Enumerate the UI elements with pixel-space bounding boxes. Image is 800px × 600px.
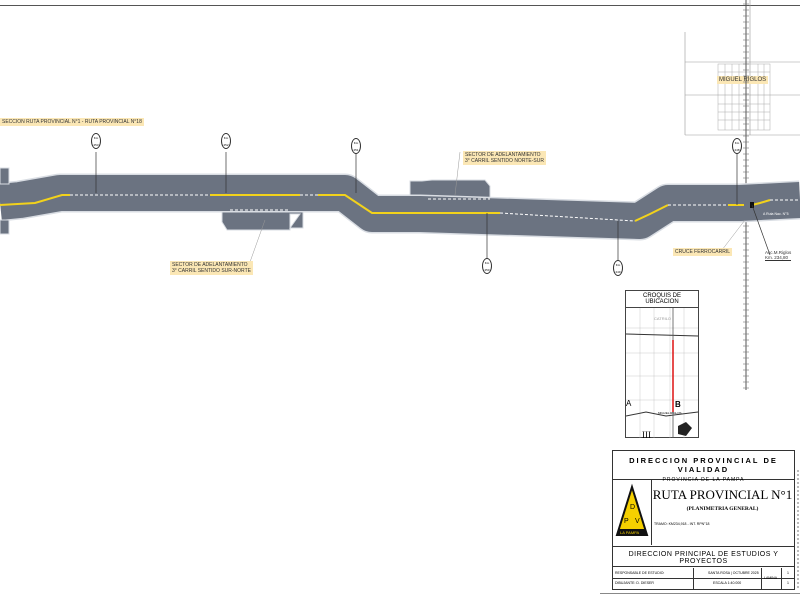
lake-shape bbox=[678, 422, 692, 436]
sheet-number: 1 bbox=[787, 571, 789, 575]
km-marker: Km 253 bbox=[91, 133, 101, 149]
label-line: SECTOR DE ADELANTAMIENTO bbox=[465, 152, 541, 158]
logo-letter: P bbox=[624, 518, 629, 525]
location-sketch: CROQUIS DE UBICACION A B III CATRILO MIG… bbox=[625, 290, 699, 440]
sketch-label-iii: III bbox=[642, 430, 651, 438]
km-marker: Km 248 bbox=[732, 138, 742, 154]
logo-caption: LA PAMPA bbox=[620, 530, 640, 535]
sketch-label-b: B bbox=[675, 400, 681, 409]
location-sketch-title: CROQUIS DE UBICACION bbox=[626, 291, 698, 308]
km-marker: Km 252 bbox=[221, 133, 231, 149]
passing-sector-norte-sur-label: SECTOR DE ADELANTAMIENTO 3° CARRIL SENTI… bbox=[463, 151, 546, 165]
lane-line-dashed bbox=[230, 198, 490, 211]
km-marker: Km 251 bbox=[351, 138, 361, 154]
drawing-subtitle: (PLANIMETRIA GENERAL) bbox=[686, 506, 759, 512]
logo-letter: V bbox=[635, 518, 640, 525]
label-line: SECTOR DE ADELANTAMIENTO bbox=[172, 262, 248, 268]
location-map: A B III CATRILO MIGUEL RIGLOS bbox=[625, 308, 699, 440]
town-label: MIGUEL RIGLOS bbox=[717, 76, 769, 84]
label-line: 3° CARRIL SENTIDO NORTE-SUR bbox=[465, 158, 544, 164]
margin-note bbox=[797, 470, 799, 590]
title-block: DIRECCION PROVINCIAL DE VIALIDAD PROVINC… bbox=[612, 450, 795, 590]
label-line: Acc.M.Riglos bbox=[765, 250, 792, 255]
route-arrow-label: A Ruta Nac. N°5 bbox=[763, 212, 789, 216]
access-label: Acc.M.Riglos Km. 234,80 bbox=[765, 250, 792, 261]
road-plan bbox=[0, 151, 800, 263]
sheet-total: 1 bbox=[787, 581, 789, 585]
center-line-dashed bbox=[70, 194, 800, 222]
department-name: DIRECCION PRINCIPAL DE ESTUDIOS Y PROYEC… bbox=[628, 551, 779, 565]
sheet-label: LAMINA bbox=[764, 576, 778, 580]
section-range: TRAMO: KM234,918 - INT. RPN°18 bbox=[654, 522, 710, 526]
sketch-label-a: A bbox=[626, 399, 632, 408]
drafter-field: DIBUJANTE: D. DIESER bbox=[615, 581, 654, 585]
dpv-logo: D P V LA PAMPA bbox=[613, 479, 652, 545]
town-plan bbox=[684, 0, 800, 136]
responsible-field: RESPONSABLE DE ESTUDIO: bbox=[615, 571, 665, 575]
center-line-yellow bbox=[0, 194, 771, 222]
logo-letter: D bbox=[630, 504, 635, 511]
sheet-border-bottom bbox=[600, 593, 800, 594]
route-title: RUTA PROVINCIAL N°1 bbox=[652, 487, 793, 502]
place-date-field: SANTA ROSA | OCTUBRE 2025 bbox=[708, 571, 759, 575]
km-marker: Km 249 bbox=[613, 260, 623, 276]
scale-field: ESCALA 1:40.000 bbox=[713, 581, 742, 585]
label-line: Km. 234,80 bbox=[765, 255, 789, 260]
label-line: 3° CARRIL SENTIDO SUR-NORTE bbox=[172, 268, 251, 274]
province-name: PROVINCIA DE LA PAMPA bbox=[662, 477, 745, 483]
km-marker: Km 250 bbox=[482, 258, 492, 274]
section-label: SECCION RUTA PROVINCIAL N°1 - RUTA PROVI… bbox=[0, 118, 144, 126]
sketch-label-town: MIGUEL RIGLOS bbox=[658, 411, 682, 415]
agency-name: DIRECCION PROVINCIAL DE VIALIDAD bbox=[629, 456, 778, 474]
sheet-border-top bbox=[0, 5, 800, 6]
rail-crossing-label: CRUCE FERROCARRIL bbox=[673, 248, 733, 256]
sketch-label-catrilo: CATRILO bbox=[654, 316, 671, 321]
passing-sector-sur-norte-label: SECTOR DE ADELANTAMIENTO 3° CARRIL SENTI… bbox=[170, 261, 253, 275]
